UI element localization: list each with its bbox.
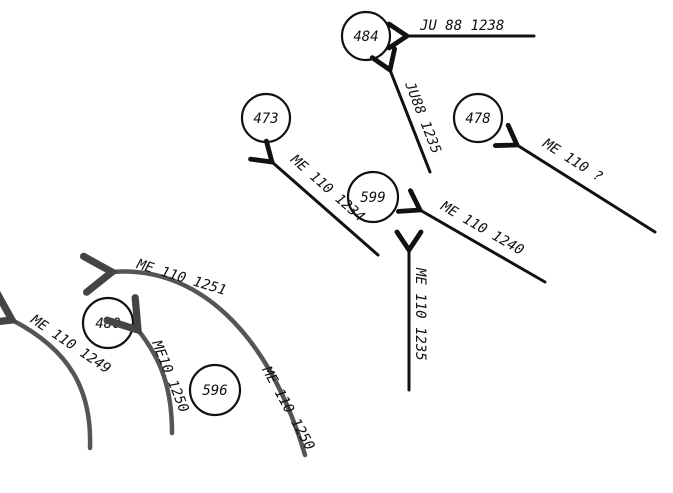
node-473: 473 — [240, 92, 292, 144]
arrow-me110-1234-label: ME 110 1234 — [287, 151, 368, 225]
node-596-label: 596 — [202, 383, 227, 399]
arrow-me110-1235-label: ME 110 1235 — [412, 267, 428, 361]
node-480: 480 — [81, 296, 135, 350]
arrow-me110-unknown: ME 110 ? — [492, 122, 657, 234]
arrow-ju88-1235: JU88 1235 — [369, 46, 444, 174]
arrow-ju88-1238-label: JU 88 1238 — [419, 18, 504, 34]
arrow-me110-1240: ME 110 1240 — [396, 188, 547, 284]
node-473-label: 473 — [253, 111, 278, 127]
arrow-me110-unknown-label: ME 110 ? — [539, 135, 605, 185]
arrow-me110-1250-label: ME 110 1250 — [258, 363, 317, 453]
node-484: 484 — [340, 10, 392, 62]
arrow-ju88-1238: JU 88 1238 — [386, 18, 536, 51]
arrow-me110-1251-1250-curve: ME 110 1251 ME 110 1250 — [79, 252, 317, 458]
node-478: 478 — [452, 92, 504, 144]
arrow-me10-1250-curve: ME10 1250 — [103, 294, 192, 436]
node-599-label: 599 — [360, 190, 385, 206]
node-478-label: 478 — [465, 111, 490, 127]
arrow-me110-1251-label: ME 110 1251 — [134, 256, 228, 299]
node-480-label: 480 — [95, 316, 120, 332]
node-596: 596 — [188, 363, 242, 417]
arrow-me110-1235: ME 110 1235 — [394, 229, 428, 392]
node-484-label: 484 — [353, 29, 378, 45]
